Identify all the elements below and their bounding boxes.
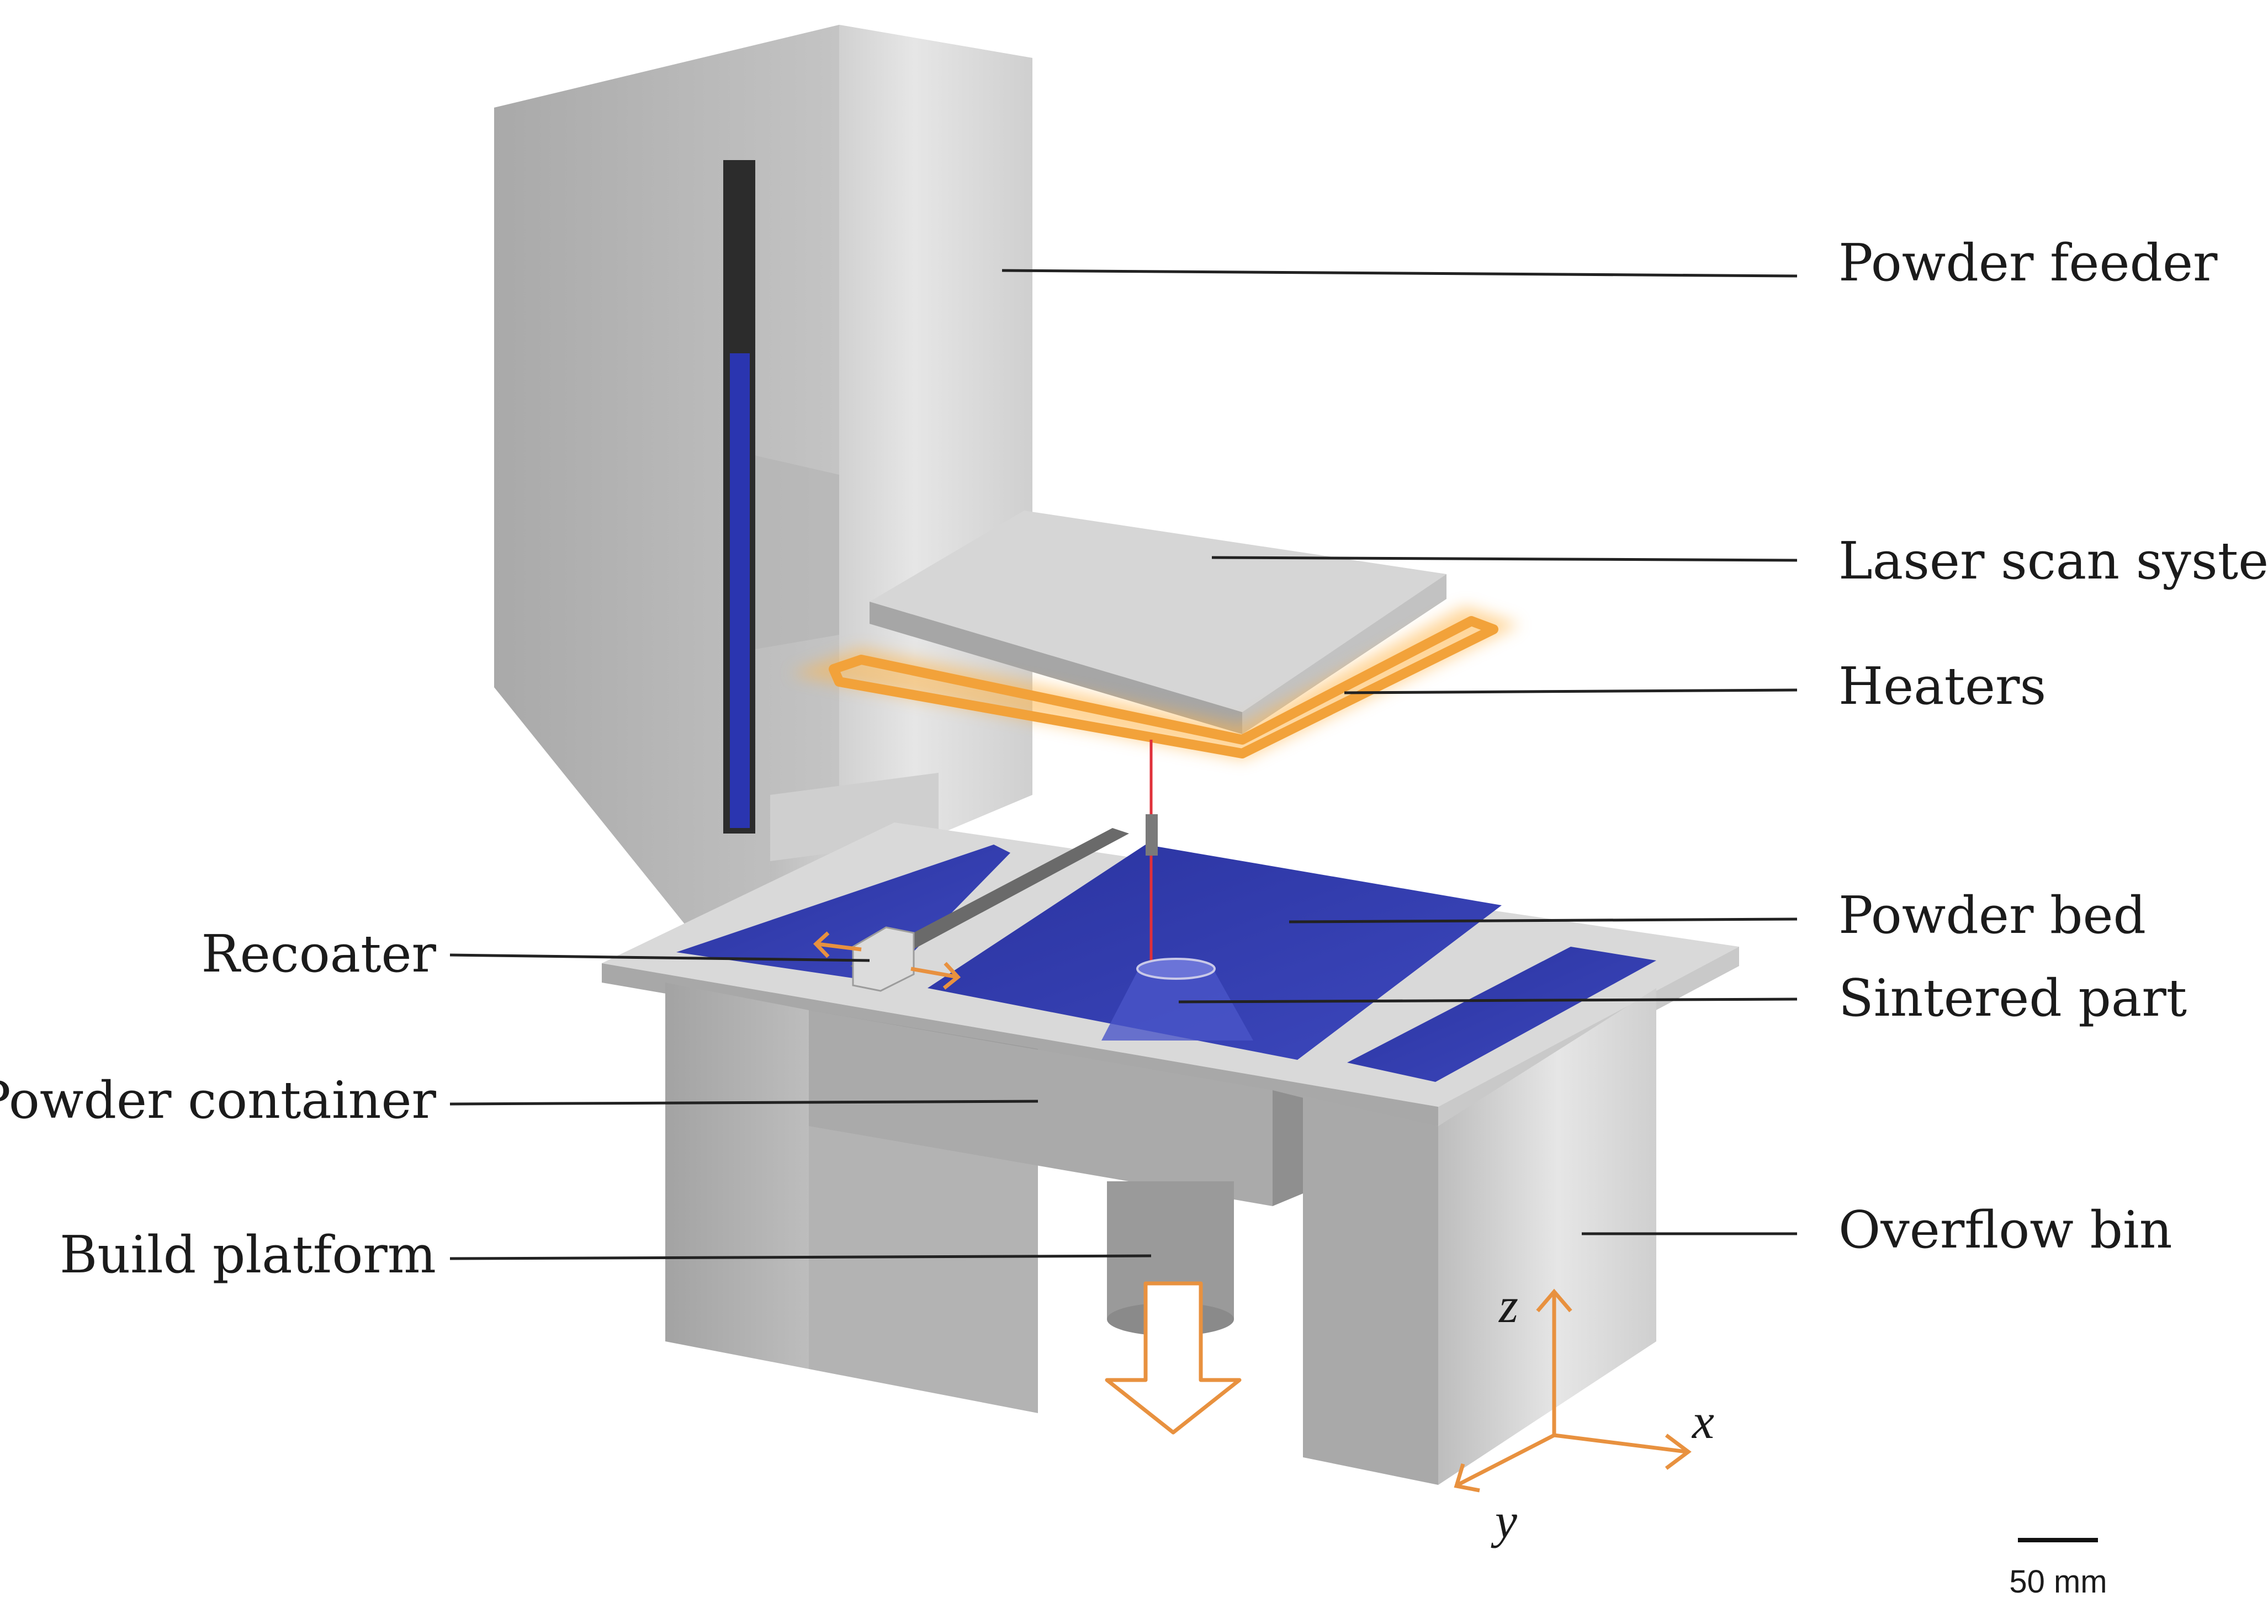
machine-base bbox=[665, 983, 1656, 1485]
sintered-part bbox=[1101, 958, 1253, 1041]
label-powder-feeder: Powder feeder bbox=[1838, 233, 2218, 293]
powder-level-fill bbox=[730, 353, 750, 828]
label-recoater: Recoater bbox=[202, 924, 437, 984]
label-powder-bed: Powder bed bbox=[1838, 885, 2146, 945]
scale-bar-label: 50 mm bbox=[2009, 1564, 2107, 1600]
recoater bbox=[813, 926, 961, 992]
powder-container-box bbox=[809, 1010, 1273, 1206]
label-powder-container: Powder container bbox=[0, 1070, 437, 1130]
label-laser-scan-system: Laser scan system bbox=[1838, 531, 2268, 591]
axis-y-label: y bbox=[1491, 1494, 1517, 1548]
label-overflow-bin: Overflow bin bbox=[1838, 1200, 2172, 1260]
laser-scan-system bbox=[870, 511, 1446, 734]
label-sintered-part: Sintered part bbox=[1838, 968, 2187, 1028]
powder-bed-surface bbox=[928, 845, 1502, 1060]
leader-lines bbox=[449, 269, 1798, 1260]
label-heaters: Heaters bbox=[1838, 656, 2046, 716]
label-build-platform: Build platform bbox=[60, 1225, 436, 1285]
heater-ring bbox=[790, 606, 1520, 760]
down-arrow-icon bbox=[1105, 1281, 1242, 1435]
powder-feeder-hopper bbox=[494, 25, 1032, 927]
axis-x-label: x bbox=[1691, 1394, 1714, 1449]
axis-z-label: z bbox=[1498, 1278, 1518, 1333]
coordinate-axes bbox=[1454, 1288, 1692, 1493]
